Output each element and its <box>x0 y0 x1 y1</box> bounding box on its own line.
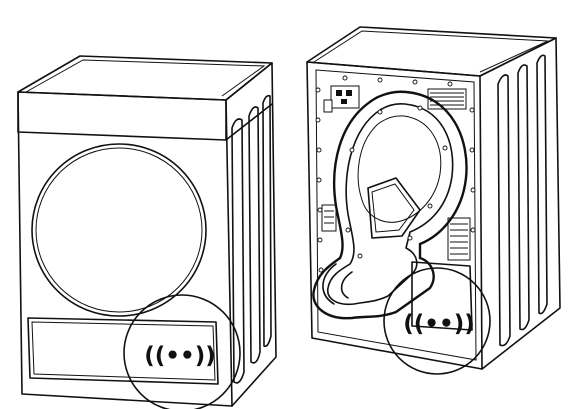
terminal-block <box>323 85 360 113</box>
back-module-box <box>411 261 473 331</box>
lower-access-panel <box>27 317 219 385</box>
front-door <box>31 143 207 317</box>
drum-duct-housing <box>312 90 468 320</box>
back-vent-upper <box>427 88 467 110</box>
front-control-panel <box>17 91 227 141</box>
front-highlight-circle <box>123 294 241 409</box>
front-dryer-side <box>225 62 277 407</box>
lint-filter <box>367 177 421 239</box>
back-vent-right <box>447 217 471 261</box>
back-mounting-holes <box>315 75 476 273</box>
back-vent-left <box>321 204 337 232</box>
back-highlight-circle <box>383 267 491 375</box>
wireless-signal-icon: ((••)) <box>403 311 474 337</box>
wireless-signal-icon: ((••)) <box>144 343 215 369</box>
dryer-front-view: ((••)) <box>17 55 277 409</box>
back-dryer-side <box>479 37 561 370</box>
dryer-back-view: ((••)) <box>306 26 561 375</box>
